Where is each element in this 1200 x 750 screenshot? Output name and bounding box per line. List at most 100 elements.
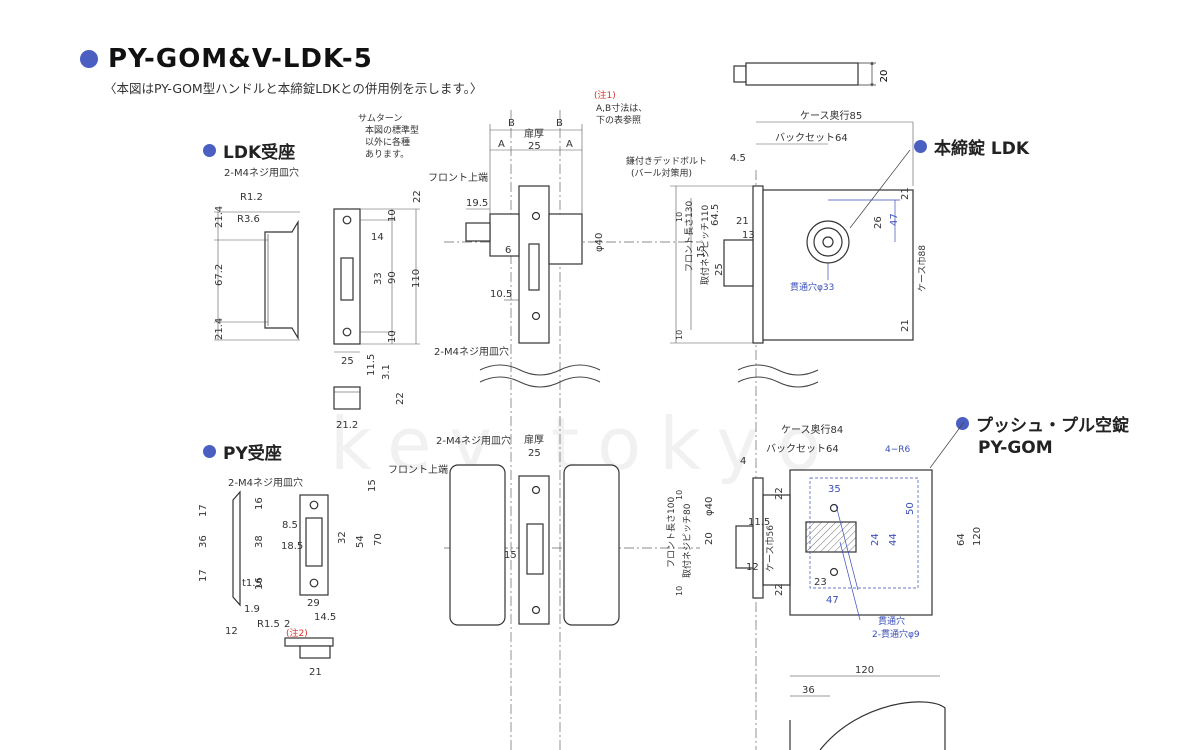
screw-pitch-label: 取付ネジピッチ80 — [682, 503, 693, 578]
dim-text: 10 — [387, 330, 398, 343]
dim-text: 10 — [675, 490, 684, 500]
door-section-top-dims — [466, 124, 583, 301]
backset-label: バックセット64 — [775, 132, 848, 144]
ldk-receiver-profile-dims — [214, 211, 300, 341]
dim-text: 15 — [367, 479, 378, 492]
radius-label: 4−R6 — [885, 445, 911, 455]
dim-text: 24 — [870, 533, 881, 546]
section-bullet-icon — [203, 445, 216, 458]
dim-text: 2 — [284, 619, 290, 630]
title-bullet-icon — [80, 50, 98, 68]
dim-radius-label: R1.2 — [240, 192, 263, 203]
through-hole-label: 貫通穴 — [878, 615, 905, 627]
note1-text: 下の表参照 — [596, 114, 641, 126]
dim-text: 11.5 — [366, 354, 377, 376]
ldk-lock-blue-dims — [827, 199, 900, 280]
case-depth-label: ケース奥行84 — [781, 423, 843, 436]
dim-text: 47 — [826, 595, 839, 606]
dim-text: 16 — [254, 497, 265, 510]
dim-text: 32 — [337, 531, 348, 544]
dim-text: 35 — [828, 484, 841, 495]
dim-text: 22 — [395, 392, 406, 405]
case-width-label: ケース巾56 — [764, 525, 776, 572]
dim-text: A — [566, 139, 573, 150]
pygom-leader-line — [929, 421, 965, 469]
dim-text: 4.5 — [730, 153, 746, 164]
thumbturn-note: あります。 — [365, 149, 409, 160]
dim-text: 21 — [736, 216, 749, 227]
screw-hole-label: 2-M4ネジ用皿穴 — [224, 166, 299, 179]
dim-text: 120 — [855, 665, 874, 676]
section-pushpull-label: プッシュ・プル空錠 — [976, 416, 1129, 436]
pygom-lock-body — [735, 469, 933, 616]
dim-text: 26 — [873, 216, 884, 229]
dim-text: 21.2 — [336, 420, 358, 431]
ldk-leader-line — [849, 149, 911, 229]
dim-text: 14.5 — [314, 612, 336, 623]
note1-text: A,B寸法は、 — [596, 102, 647, 114]
dim-text: 38 — [254, 535, 265, 548]
dim-text: 6 — [505, 245, 511, 256]
handle-sketch — [789, 675, 946, 750]
dim-text: 22 — [774, 487, 785, 500]
dim-text: 12 — [225, 626, 238, 637]
screw-hole-label: 2-M4ネジ用皿穴 — [228, 476, 303, 489]
break-lines — [479, 364, 819, 388]
dim-text: 25 — [528, 141, 541, 152]
dim-text: 22 — [412, 190, 423, 203]
dim-text: 21.4 — [214, 206, 225, 228]
section-py-receiver-label: PY受座 — [223, 444, 282, 464]
dim-text: 44 — [888, 533, 899, 546]
note1-mark: (注1) — [594, 89, 616, 101]
dim-text: 90 — [387, 271, 398, 284]
dim-text: 70 — [373, 533, 384, 546]
dim-text: 15 — [696, 245, 707, 258]
page-heading: PY-GOM&V-LDK-5 — [80, 44, 373, 74]
ldk-receiver-profile — [264, 219, 299, 341]
through-hole-label: 貫通穴φ33 — [790, 281, 834, 293]
dim-radius-label: R3.6 — [237, 214, 260, 225]
thumbturn-note: 以外に各種 — [365, 136, 410, 148]
section-ldk-lock: 本締錠 LDK — [914, 134, 1029, 159]
dim-text: 64 — [956, 533, 967, 546]
dim-text: 50 — [905, 502, 916, 515]
dim-text: 20 — [704, 532, 715, 545]
deadbolt-note: (バール対策用) — [631, 167, 692, 179]
dim-text: 36 — [802, 685, 815, 696]
ldk-lock-dims — [670, 121, 914, 344]
section-py-receiver: PY受座 — [203, 439, 282, 464]
section-bullet-icon — [203, 144, 216, 157]
py-receiver — [232, 490, 334, 659]
screw-hole-label: 2-M4ネジ用皿穴 — [434, 345, 509, 358]
dim-text: 110 — [411, 269, 422, 288]
dim-text: 18.5 — [281, 541, 303, 552]
section-bullet-icon — [914, 140, 927, 153]
pygom-blue-dims — [809, 477, 919, 621]
backset-label: バックセット64 — [766, 443, 839, 455]
dim-text: 11.5 — [748, 517, 770, 528]
dim-text: 12 — [746, 562, 759, 573]
dim-text: 120 — [972, 527, 983, 546]
page-subtitle: 〈本図はPY-GOM型ハンドルと本締錠LDKとの併用例を示します。〉 — [104, 81, 483, 96]
top-pin — [733, 61, 876, 87]
dim-text: 10 — [387, 209, 398, 222]
door-thickness-label: 扉厚 — [524, 433, 544, 446]
front-length-label: フロント長さ100 — [666, 497, 677, 568]
case-depth-label: ケース奥行85 — [800, 109, 862, 122]
front-top-label: フロント上端 — [428, 171, 488, 184]
dim-text: 25 — [528, 448, 541, 459]
door-section-top — [465, 185, 583, 344]
section-ldk-lock-label: 本締錠 LDK — [934, 139, 1030, 159]
dim-text: 25 — [341, 356, 354, 367]
deadbolt-note: 鎌付きデッドボルト — [626, 155, 707, 167]
dim-text: 20 — [879, 70, 890, 83]
dim-text: 29 — [307, 598, 320, 609]
dim-text: 21.4 — [214, 318, 225, 340]
dim-text: 10 — [675, 586, 684, 596]
door-thickness-label: 扉厚 — [524, 127, 544, 140]
dim-text: 22 — [774, 583, 785, 596]
case-width-label: ケース巾88 — [916, 245, 928, 292]
section-ldk-receiver: LDK受座 — [203, 138, 295, 163]
